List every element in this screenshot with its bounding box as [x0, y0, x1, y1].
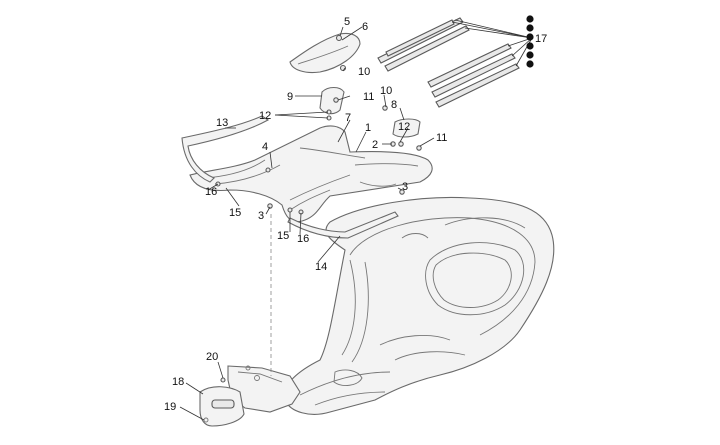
- callout-12-right: 12: [398, 121, 410, 133]
- leader-lines: [179, 19, 533, 421]
- callout-15-center: 15: [277, 230, 289, 242]
- floor-mat: [189, 125, 433, 223]
- callout-9: 9: [287, 91, 293, 103]
- callout-15-left: 15: [229, 207, 241, 219]
- callout-18: 18: [172, 376, 184, 388]
- callout-16-center: 16: [297, 233, 309, 245]
- callout-7: 7: [345, 112, 351, 124]
- callout-10-right: 10: [380, 85, 392, 97]
- scooter-body: [283, 196, 555, 415]
- top-cover-plate: [289, 32, 361, 74]
- callout-8: 8: [391, 99, 397, 111]
- callout-20: 20: [206, 351, 218, 363]
- callout-1: 1: [365, 122, 371, 134]
- callout-6: 6: [362, 21, 368, 33]
- callout-11-right: 11: [436, 132, 447, 144]
- footrest-trims: [377, 17, 520, 108]
- callout-13: 13: [216, 117, 228, 129]
- left-side-rail: [181, 115, 270, 183]
- callout-5: 5: [344, 16, 350, 28]
- callout-14: 14: [315, 261, 327, 273]
- front-cover-plate: [199, 386, 245, 427]
- callout-3-right: 3: [402, 181, 408, 193]
- reference-dots: [526, 15, 534, 68]
- callout-labels: 5 6 17 10 9 11 10 8 12 13 7 1 12 4 2 11 …: [164, 16, 547, 413]
- fasteners: [215, 34, 422, 383]
- callout-10-top: 10: [358, 66, 370, 78]
- bracket-part: [319, 86, 345, 115]
- callout-11-top: 11: [363, 91, 374, 103]
- callout-19: 19: [164, 401, 176, 413]
- callout-4: 4: [262, 141, 268, 153]
- callout-2: 2: [372, 139, 378, 151]
- callout-12-left: 12: [259, 110, 271, 122]
- callout-3-left: 3: [258, 210, 264, 222]
- right-side-rail: [287, 211, 399, 239]
- callout-16-left: 16: [205, 186, 217, 198]
- callout-17: 17: [535, 33, 547, 45]
